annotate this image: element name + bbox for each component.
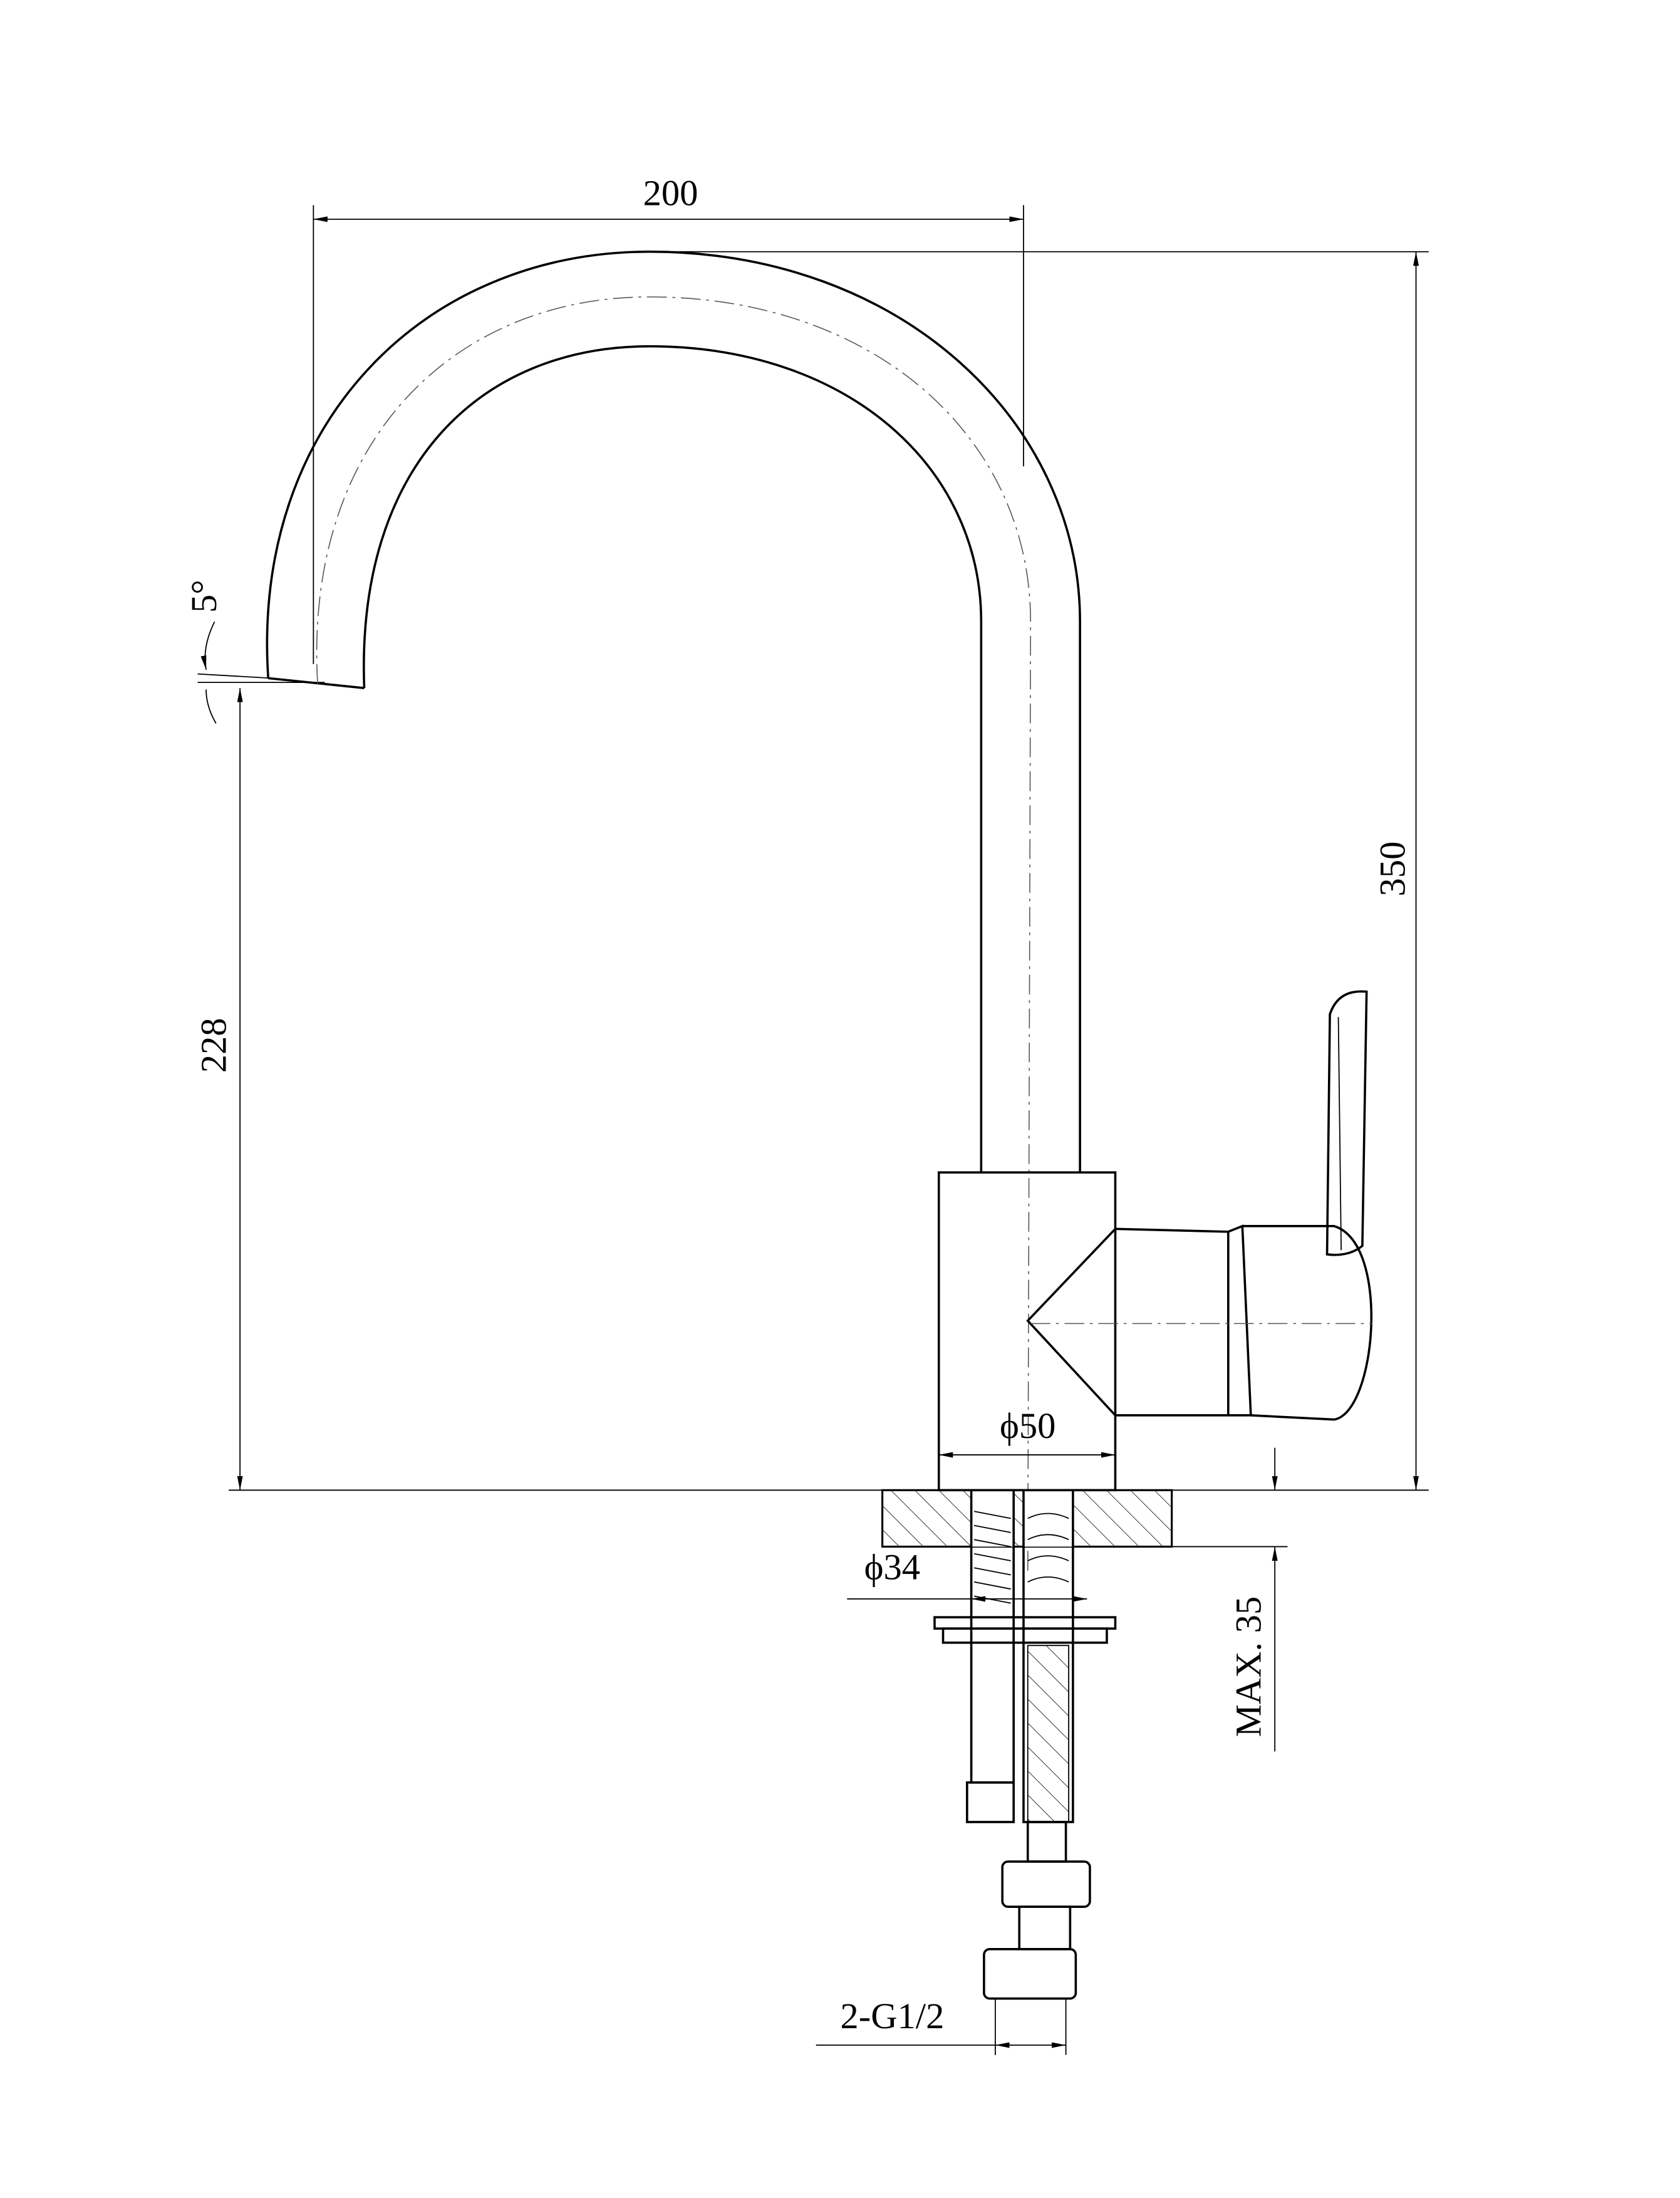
body-diameter-label: ϕ50 xyxy=(1000,1405,1055,1446)
dimension-connection: 2-G1/2 xyxy=(816,1996,1067,2055)
spout xyxy=(266,250,1081,1575)
width-label: 200 xyxy=(643,172,698,213)
mounting-plate xyxy=(881,1489,1173,1548)
spout-height-label: 228 xyxy=(194,1018,234,1073)
height-label: 350 xyxy=(1372,841,1413,897)
dimension-hole-diameter: ϕ34 xyxy=(847,1546,1087,1602)
angle-label: 5° xyxy=(184,580,224,613)
dimension-height: 350 xyxy=(229,251,1429,1491)
dimension-width: 200 xyxy=(313,172,1024,664)
hole-diameter-label: ϕ34 xyxy=(864,1546,920,1587)
handle-lever xyxy=(1325,990,1368,1256)
dimension-spout-height: 228 xyxy=(194,682,325,1491)
connection-label: 2-G1/2 xyxy=(840,1996,944,2036)
dimension-spout-angle: 5° xyxy=(184,580,271,724)
dimension-max-thickness: MAX. 35 xyxy=(1171,1447,1288,1752)
mounting-hardware xyxy=(933,1489,1117,2000)
dimension-body-diameter: ϕ50 xyxy=(938,1405,1116,1458)
faucet-body xyxy=(937,1171,1373,1492)
max-thickness-label: MAX. 35 xyxy=(1228,1596,1269,1737)
